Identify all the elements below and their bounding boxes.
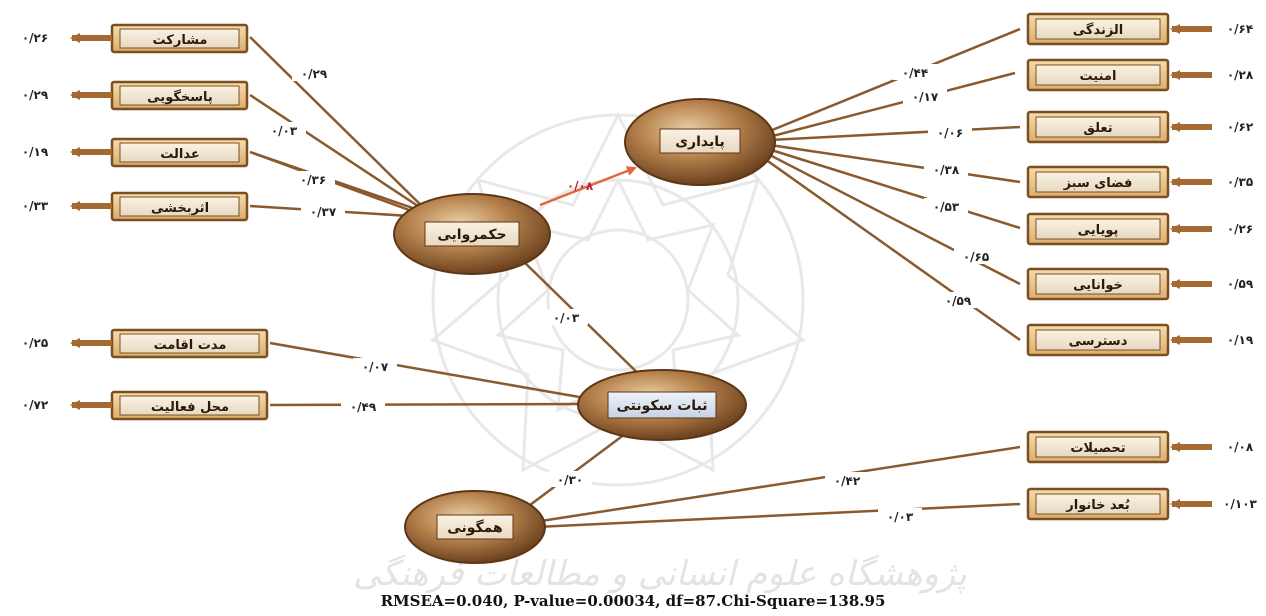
coef-value: ۰/۰۳ — [271, 124, 298, 138]
coef-value: ۰/۴۹ — [350, 400, 377, 414]
error-value: ۰/۲۸ — [1227, 68, 1254, 82]
error-value: ۰/۱۹ — [1227, 333, 1254, 347]
indicator-label: امنیت — [1080, 69, 1117, 84]
indicator-label: پویایی — [1078, 223, 1119, 238]
indicator-label: بُعد خانوار — [1065, 498, 1130, 513]
indicator-box-5: مدت اقامت — [112, 330, 267, 357]
coef-value: ۰/۳۷ — [310, 205, 337, 219]
indicator-box-15: بُعد خانوار — [1028, 489, 1168, 519]
indicator-box-10: فضای سبز — [1028, 167, 1168, 197]
error-value: ۰/۲۵ — [22, 336, 48, 350]
error-value: ۰/۲۶ — [1227, 222, 1253, 236]
right-error-arrows — [1172, 29, 1212, 504]
error-value: ۰/۷۲ — [22, 398, 49, 412]
indicator-box-14: تحصیلات — [1028, 432, 1168, 462]
error-value: ۰/۵۹ — [1227, 277, 1254, 291]
error-value: ۰/۱۹ — [22, 145, 49, 159]
indicator-label: فضای سبز — [1063, 176, 1133, 191]
left-error-values: ۰/۲۶ ۰/۲۹ ۰/۱۹ ۰/۳۳ ۰/۲۵ ۰/۷۲ — [22, 31, 49, 412]
indicator-box-2: پاسخگویی — [112, 82, 247, 109]
left-indicators: مشارکت پاسخگویی عدالت اثربخشی مدت اقامت … — [112, 25, 267, 419]
indicator-box-4: اثربخشی — [112, 193, 247, 220]
error-value: ۰/۳۵ — [1227, 175, 1253, 189]
coef-value: ۰/۳۸ — [933, 163, 960, 177]
coef-value: ۰/۴۲ — [834, 474, 861, 488]
error-value: ۰/۲۶ — [22, 31, 48, 45]
latent-paydari: پایداری — [625, 99, 775, 185]
indicator-box-12: خوانایی — [1028, 269, 1168, 299]
indicator-box-3: عدالت — [112, 139, 247, 166]
coef-value: ۰/۴۴ — [902, 66, 928, 80]
latent-hokmravaei: حکمروایی — [394, 194, 550, 274]
error-value: ۰/۰۸ — [1227, 440, 1254, 454]
indicator-label: دسترسی — [1069, 334, 1128, 349]
indicator-label: مدت اقامت — [154, 338, 227, 353]
latent-sobat: ثبات سکونتی — [578, 370, 746, 440]
error-value: ۰/۱۰۳ — [1223, 497, 1257, 511]
indicator-label: عدالت — [160, 147, 200, 162]
right-indicators: الزندگی امنیت تعلق فضای سبز پویایی خوانا… — [1028, 14, 1168, 519]
indicator-box-9: تعلق — [1028, 112, 1168, 142]
indicator-label: تحصیلات — [1070, 441, 1125, 456]
latent-label: همگونی — [447, 519, 502, 536]
indicator-label: محل فعالیت — [151, 400, 229, 415]
coef-value: ۰/۳۶ — [300, 173, 326, 187]
coef-sobat-to-hokm: ۰/۰۳ — [553, 311, 580, 325]
indicator-box-1: مشارکت — [112, 25, 247, 52]
fit-statistics: RMSEA=0.040, P-value=0.00034, df=87.Chi-… — [0, 592, 1266, 610]
coef-value: ۰/۵۳ — [933, 200, 960, 214]
error-value: ۰/۶۴ — [1227, 22, 1253, 36]
indicator-box-11: پویایی — [1028, 214, 1168, 244]
latent-label: حکمروایی — [437, 227, 506, 243]
coef-value: ۰/۲۹ — [301, 67, 328, 81]
left-error-arrows — [72, 38, 112, 405]
indicator-box-13: دسترسی — [1028, 325, 1168, 355]
coef-value: ۰/۰۳ — [887, 510, 914, 524]
indicator-label: تعلق — [1083, 121, 1112, 136]
indicator-label: الزندگی — [1073, 22, 1124, 38]
indicator-label: اثربخشی — [151, 201, 209, 216]
coef-value: ۰/۰۶ — [937, 126, 963, 140]
coef-hamg-to-sobat: ۰/۳۰ — [557, 473, 583, 487]
latent-label: ثبات سکونتی — [617, 398, 708, 414]
coef-value: ۰/۵۹ — [945, 294, 972, 308]
error-value: ۰/۳۳ — [22, 199, 49, 213]
latent-hamgooni: همگونی — [405, 491, 545, 563]
latent-path-coefficients: ۰/۰۸ ۰/۰۳ ۰/۳۰ — [544, 179, 594, 487]
coef-hokm-to-paydari: ۰/۰۸ — [567, 179, 594, 193]
coef-value: ۰/۰۷ — [362, 360, 389, 374]
indicator-box-7: الزندگی — [1028, 14, 1168, 44]
indicator-label: پاسخگویی — [147, 89, 213, 105]
indicator-label: مشارکت — [153, 33, 208, 48]
coef-value: ۰/۶۵ — [963, 250, 989, 264]
coef-value: ۰/۱۷ — [912, 90, 939, 104]
error-value: ۰/۶۲ — [1227, 120, 1254, 134]
error-value: ۰/۲۹ — [22, 88, 49, 102]
indicator-box-8: امنیت — [1028, 60, 1168, 90]
latent-label: پایداری — [675, 134, 725, 150]
indicator-label: خوانایی — [1073, 278, 1123, 293]
right-error-values: ۰/۶۴ ۰/۲۸ ۰/۶۲ ۰/۳۵ ۰/۲۶ ۰/۵۹ ۰/۱۹ ۰/۰۸ … — [1223, 22, 1257, 511]
indicator-box-6: محل فعالیت — [112, 392, 267, 419]
